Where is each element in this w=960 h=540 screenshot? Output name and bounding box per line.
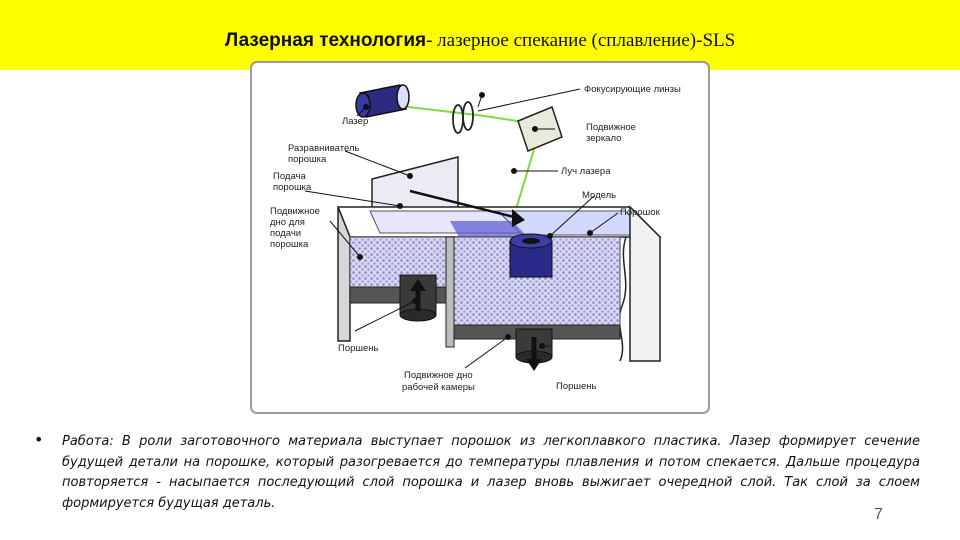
bullet-marker: • [34, 430, 44, 449]
chamber-divider [445, 236, 455, 348]
label-chamber-bottom-1: Подвижное дно [404, 370, 473, 381]
label-leveler-1: Разравниватель [288, 143, 359, 154]
machine-front [337, 206, 351, 342]
label-feed-bottom-3: подачи [270, 228, 301, 239]
leveler-arrow-head [512, 209, 525, 227]
label-piston-right: Поршень [556, 381, 597, 392]
piston-left-icon [399, 274, 437, 322]
laser-beam-line [399, 105, 531, 124]
label-moving-mirror-1: Подвижное [586, 122, 636, 133]
label-feed-bottom-4: порошка [270, 239, 309, 250]
slide-title: Лазерная технология- лазерное спекание (… [0, 30, 960, 52]
title-bar [0, 0, 960, 70]
label-powder: Порошок [620, 207, 661, 218]
laser-scan-region [450, 221, 530, 239]
label-model: Модель [582, 190, 616, 201]
label-laser-beam: Луч лазера [561, 166, 611, 177]
label-powder-feed-2: порошка [273, 182, 312, 193]
page-number: 7 [874, 506, 883, 523]
label-laser: Лазер [342, 116, 368, 127]
laser-icon [355, 84, 410, 118]
title-rest: - лазерное спекание (сплавление)-SLS [426, 30, 736, 51]
sls-diagram: Фокусирующие линзы Лазер Подвижное зерка… [250, 61, 710, 414]
label-moving-mirror-2: зеркало [586, 133, 621, 144]
label-focusing-lenses: Фокусирующие линзы [584, 84, 681, 95]
machine-break-right [618, 236, 627, 362]
focusing-lenses-icon [452, 101, 474, 134]
label-feed-bottom-1: Подвижное [270, 206, 320, 217]
label-powder-feed-1: Подача [273, 171, 306, 182]
slide-body-text: Работа: В роли заготовочного материала в… [62, 432, 920, 514]
leveler-arrow [409, 189, 519, 220]
label-leveler-2: порошка [288, 154, 327, 165]
label-chamber-bottom-2: рабочей камеры [402, 382, 475, 393]
machine-right-wall [629, 205, 661, 362]
label-piston-left: Поршень [338, 343, 379, 354]
body-label: Работа: [62, 434, 114, 449]
label-feed-bottom-2: дно для [270, 217, 305, 228]
body-content: В роли заготовочного материала выступает… [62, 434, 920, 511]
model-icon [509, 233, 553, 278]
piston-right-icon [515, 328, 553, 371]
label-pointers [304, 88, 619, 369]
title-bold: Лазерная технология [224, 30, 427, 51]
